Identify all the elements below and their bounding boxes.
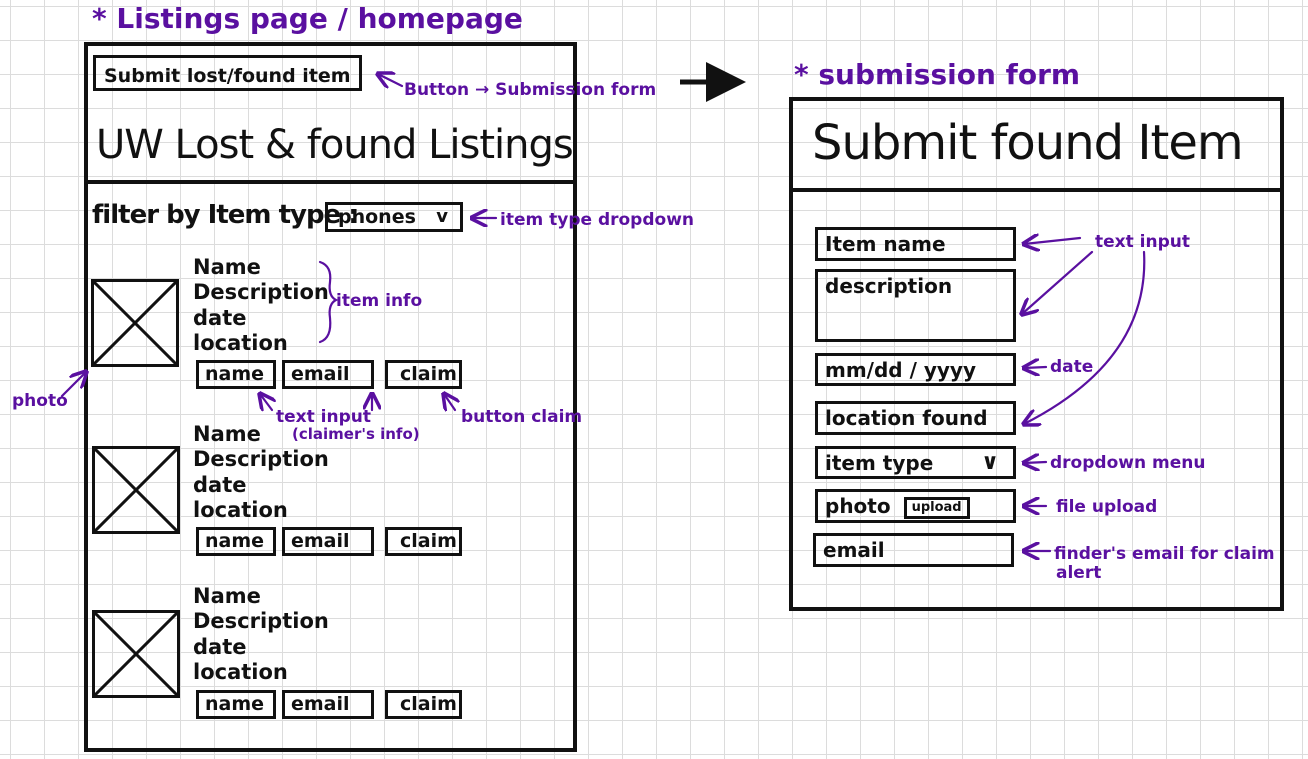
description-arrow [1022, 250, 1094, 314]
item-description: Description [193, 609, 329, 633]
item-info-annotation: item info [336, 291, 423, 311]
item-date: date [193, 635, 247, 659]
chevron-down-icon: v [436, 206, 448, 227]
claim-button[interactable]: claim [385, 527, 462, 556]
header-divider [84, 180, 573, 184]
date-arrow [1024, 367, 1048, 368]
description-textarea[interactable]: description [815, 269, 1016, 342]
item-type-label: item type [825, 451, 934, 475]
date-input[interactable]: mm/dd / yyyy [815, 353, 1016, 386]
item-date: date [193, 473, 247, 497]
dropdown-menu-annotation: dropdown menu [1050, 453, 1206, 473]
button-arrow [378, 74, 404, 86]
claimer-name-input[interactable]: name [196, 690, 276, 719]
name-input-arrow [260, 394, 272, 410]
item-photo-placeholder [92, 446, 180, 534]
claim-button-arrow [444, 394, 455, 410]
item-location: location [193, 331, 288, 355]
listings-page-annotation-title: * Listings page / homepage [92, 2, 523, 35]
item-type-filter-dropdown[interactable]: phones v [325, 202, 463, 232]
claimer-email-input[interactable]: email [282, 527, 374, 556]
claimer-email-input[interactable]: email [282, 360, 374, 389]
upload-button[interactable]: upload [903, 496, 970, 519]
item-description: Description [193, 280, 329, 304]
finder-email-annotation-line1: finder's email for claim [1054, 544, 1275, 564]
item-name-arrow [1024, 238, 1082, 244]
submission-form-frame [789, 97, 1284, 611]
item-name: Name [193, 255, 261, 279]
dropdown-annotation: item type dropdown [500, 210, 694, 230]
filter-selected-value: phones [338, 206, 416, 228]
item-location: location [193, 498, 288, 522]
image-placeholder-icon [94, 282, 176, 364]
submission-form-annotation-title: * submission form [794, 58, 1081, 91]
button-annotation: Button → Submission form [404, 80, 657, 100]
photo-upload-field: photo upload [815, 489, 1016, 523]
photo-arrow [60, 372, 86, 398]
item-photo-placeholder [92, 610, 180, 698]
claim-button[interactable]: claim [385, 360, 462, 389]
item-info-brace [318, 260, 339, 344]
claimers-info-annotation: (claimer's info) [292, 425, 420, 443]
text-input-annotation: text input [276, 407, 371, 427]
item-location: location [193, 660, 288, 684]
listings-page-frame [84, 42, 577, 752]
photo-label: photo [825, 494, 891, 518]
location-arrow [1024, 250, 1146, 424]
date-annotation: date [1050, 357, 1094, 377]
item-type-dropdown[interactable]: item type ∨ [815, 446, 1016, 479]
finder-email-input[interactable]: email [813, 533, 1014, 567]
item-date: date [193, 306, 247, 330]
file-upload-annotation: file upload [1056, 497, 1158, 517]
location-found-input[interactable]: location found [815, 401, 1016, 435]
item-name-input[interactable]: Item name [815, 227, 1016, 261]
form-title: Submit found Item [812, 115, 1244, 171]
form-text-input-annotation: text input [1095, 232, 1190, 252]
claimer-email-input[interactable]: email [282, 690, 374, 719]
item-name: Name [193, 422, 261, 446]
item-name: Name [193, 584, 261, 608]
photo-annotation: photo [12, 391, 68, 411]
image-placeholder-icon [95, 449, 177, 531]
submit-item-button[interactable]: Submit lost/found item [93, 55, 362, 91]
filter-label: filter by Item type : [92, 200, 359, 230]
form-header-divider [789, 188, 1280, 192]
dropdown-menu-arrow [1024, 462, 1048, 463]
claimer-name-input[interactable]: name [196, 360, 276, 389]
item-photo-placeholder [91, 279, 179, 367]
image-placeholder-icon [95, 613, 177, 695]
claim-button[interactable]: claim [385, 690, 462, 719]
claimer-name-input[interactable]: name [196, 527, 276, 556]
chevron-down-icon: ∨ [981, 450, 999, 475]
button-claim-annotation: button claim [461, 407, 583, 427]
page-title: UW Lost & found Listings [96, 122, 574, 168]
finder-email-annotation-line2: alert [1056, 563, 1102, 583]
item-description: Description [193, 447, 329, 471]
